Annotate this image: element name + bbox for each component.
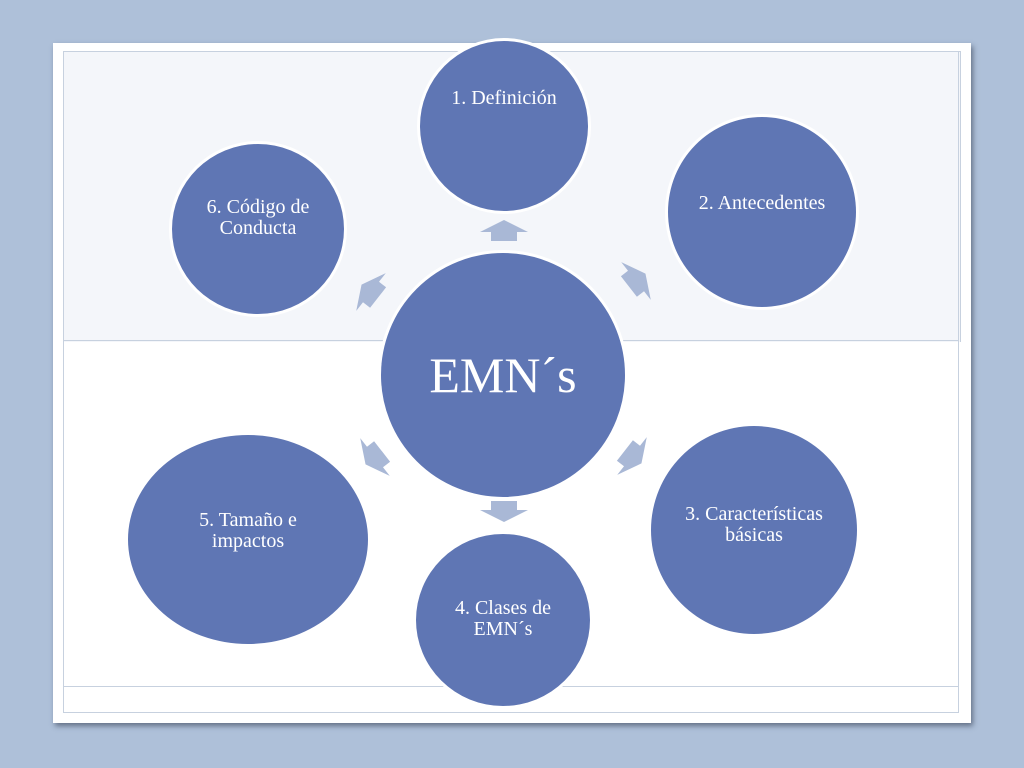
node-tamano: 5. Tamaño e impactos bbox=[125, 432, 371, 647]
node-clases: 4. Clases de EMN´s bbox=[413, 531, 593, 709]
arrow-to-definicion bbox=[480, 220, 528, 241]
node-antecedentes: 2. Antecedentes bbox=[665, 114, 859, 310]
arrow-to-antecedentes bbox=[620, 262, 651, 300]
node-definicion-label: 1. Definición bbox=[451, 87, 557, 109]
node-codigo-label: 6. Código de Conducta bbox=[206, 196, 310, 239]
center-node: EMN´s bbox=[378, 250, 628, 500]
center-node-label: EMN´s bbox=[429, 346, 577, 403]
node-antecedentes-label: 2. Antecedentes bbox=[698, 191, 826, 214]
arrow-to-codigo bbox=[356, 273, 387, 311]
node-tamano-label: 5. Tamaño e impactos bbox=[199, 508, 297, 552]
node-clases-label: 4. Clases de EMN´s bbox=[454, 597, 552, 640]
node-caracteristicas-label: 3. Características básicas bbox=[685, 503, 823, 546]
node-codigo: 6. Código de Conducta bbox=[169, 141, 347, 317]
arrow-to-clases bbox=[480, 501, 528, 522]
node-definicion: 1. Definición bbox=[417, 38, 591, 214]
arrow-to-caracteristicas bbox=[616, 437, 647, 475]
node-caracteristicas: 3. Características básicas bbox=[648, 423, 860, 637]
arrow-to-tamano bbox=[360, 438, 391, 476]
